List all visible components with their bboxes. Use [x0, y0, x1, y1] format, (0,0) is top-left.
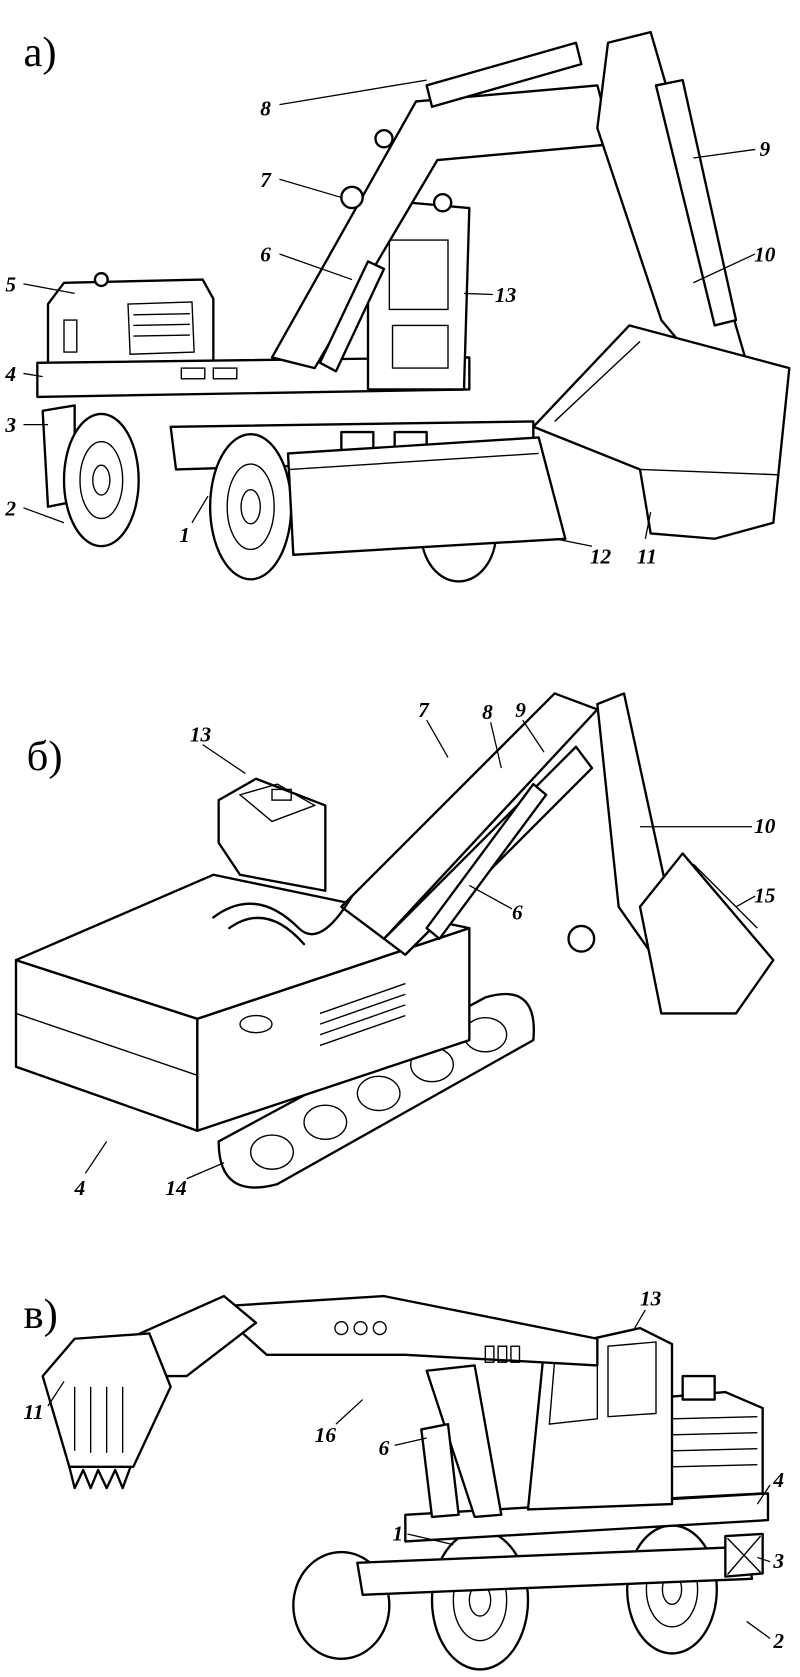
bucket-cylinder — [654, 78, 738, 327]
callouts-c: 13 11 16 6 4 1 3 2 — [23, 1287, 784, 1653]
boom-cylinder — [318, 260, 386, 373]
callout-14: 14 — [165, 1176, 187, 1200]
boom — [340, 692, 599, 956]
undercarriage-frame — [356, 1532, 764, 1596]
callout-13: 13 — [640, 1287, 662, 1311]
callout-8: 8 — [482, 700, 493, 724]
callout-1: 1 — [393, 1521, 404, 1545]
callout-16: 16 — [315, 1423, 337, 1447]
callout-15: 15 — [754, 884, 776, 908]
callout-8: 8 — [260, 96, 271, 120]
panel-b-label: б) — [27, 733, 63, 780]
callout-3: 3 — [4, 413, 16, 437]
callout-13: 13 — [495, 283, 517, 307]
callouts-a: 8 7 6 5 4 3 2 1 9 10 13 12 11 — [4, 79, 776, 568]
callout-7: 7 — [418, 698, 430, 722]
callout-1: 1 — [179, 523, 190, 547]
callout-2: 2 — [4, 496, 16, 520]
boom-cylinder — [420, 1364, 503, 1519]
callout-3: 3 — [772, 1549, 784, 1573]
callout-10: 10 — [754, 814, 776, 838]
hydraulic-lines — [212, 894, 354, 946]
shovel-bucket — [567, 852, 775, 1015]
callout-6: 6 — [379, 1436, 390, 1460]
panel-a-label: а) — [23, 29, 56, 76]
callout-10: 10 — [754, 242, 776, 266]
callout-11: 11 — [23, 1400, 43, 1424]
callout-4: 4 — [4, 362, 16, 386]
boom-cylinders — [425, 782, 548, 940]
callout-9: 9 — [515, 698, 526, 722]
callout-2: 2 — [772, 1629, 784, 1653]
callout-12: 12 — [590, 544, 612, 568]
boom — [212, 1294, 599, 1367]
callout-5: 5 — [5, 272, 16, 296]
callout-4: 4 — [74, 1176, 86, 1200]
callouts-b: 13 7 8 9 10 15 6 4 14 — [74, 698, 776, 1200]
wheels — [292, 1524, 718, 1671]
operator-cab — [217, 777, 327, 892]
panel-c-label: в) — [23, 1291, 57, 1338]
callout-6: 6 — [512, 901, 523, 925]
engine-housing — [46, 271, 215, 370]
panel-a: а) — [4, 29, 791, 583]
callout-9: 9 — [759, 137, 770, 161]
backhoe-bucket — [41, 1332, 172, 1490]
panel-b: б) — [14, 692, 776, 1200]
stick-cylinder — [425, 41, 583, 108]
callout-4: 4 — [772, 1468, 784, 1492]
bucket — [532, 324, 791, 540]
callout-6: 6 — [260, 242, 271, 266]
panel-c: в) — [23, 1287, 784, 1671]
wheels — [62, 412, 498, 583]
dozer-blade — [286, 436, 567, 556]
engine-housing — [660, 1374, 764, 1500]
callout-13: 13 — [190, 722, 212, 746]
callout-7: 7 — [260, 168, 272, 192]
callout-11: 11 — [637, 544, 657, 568]
